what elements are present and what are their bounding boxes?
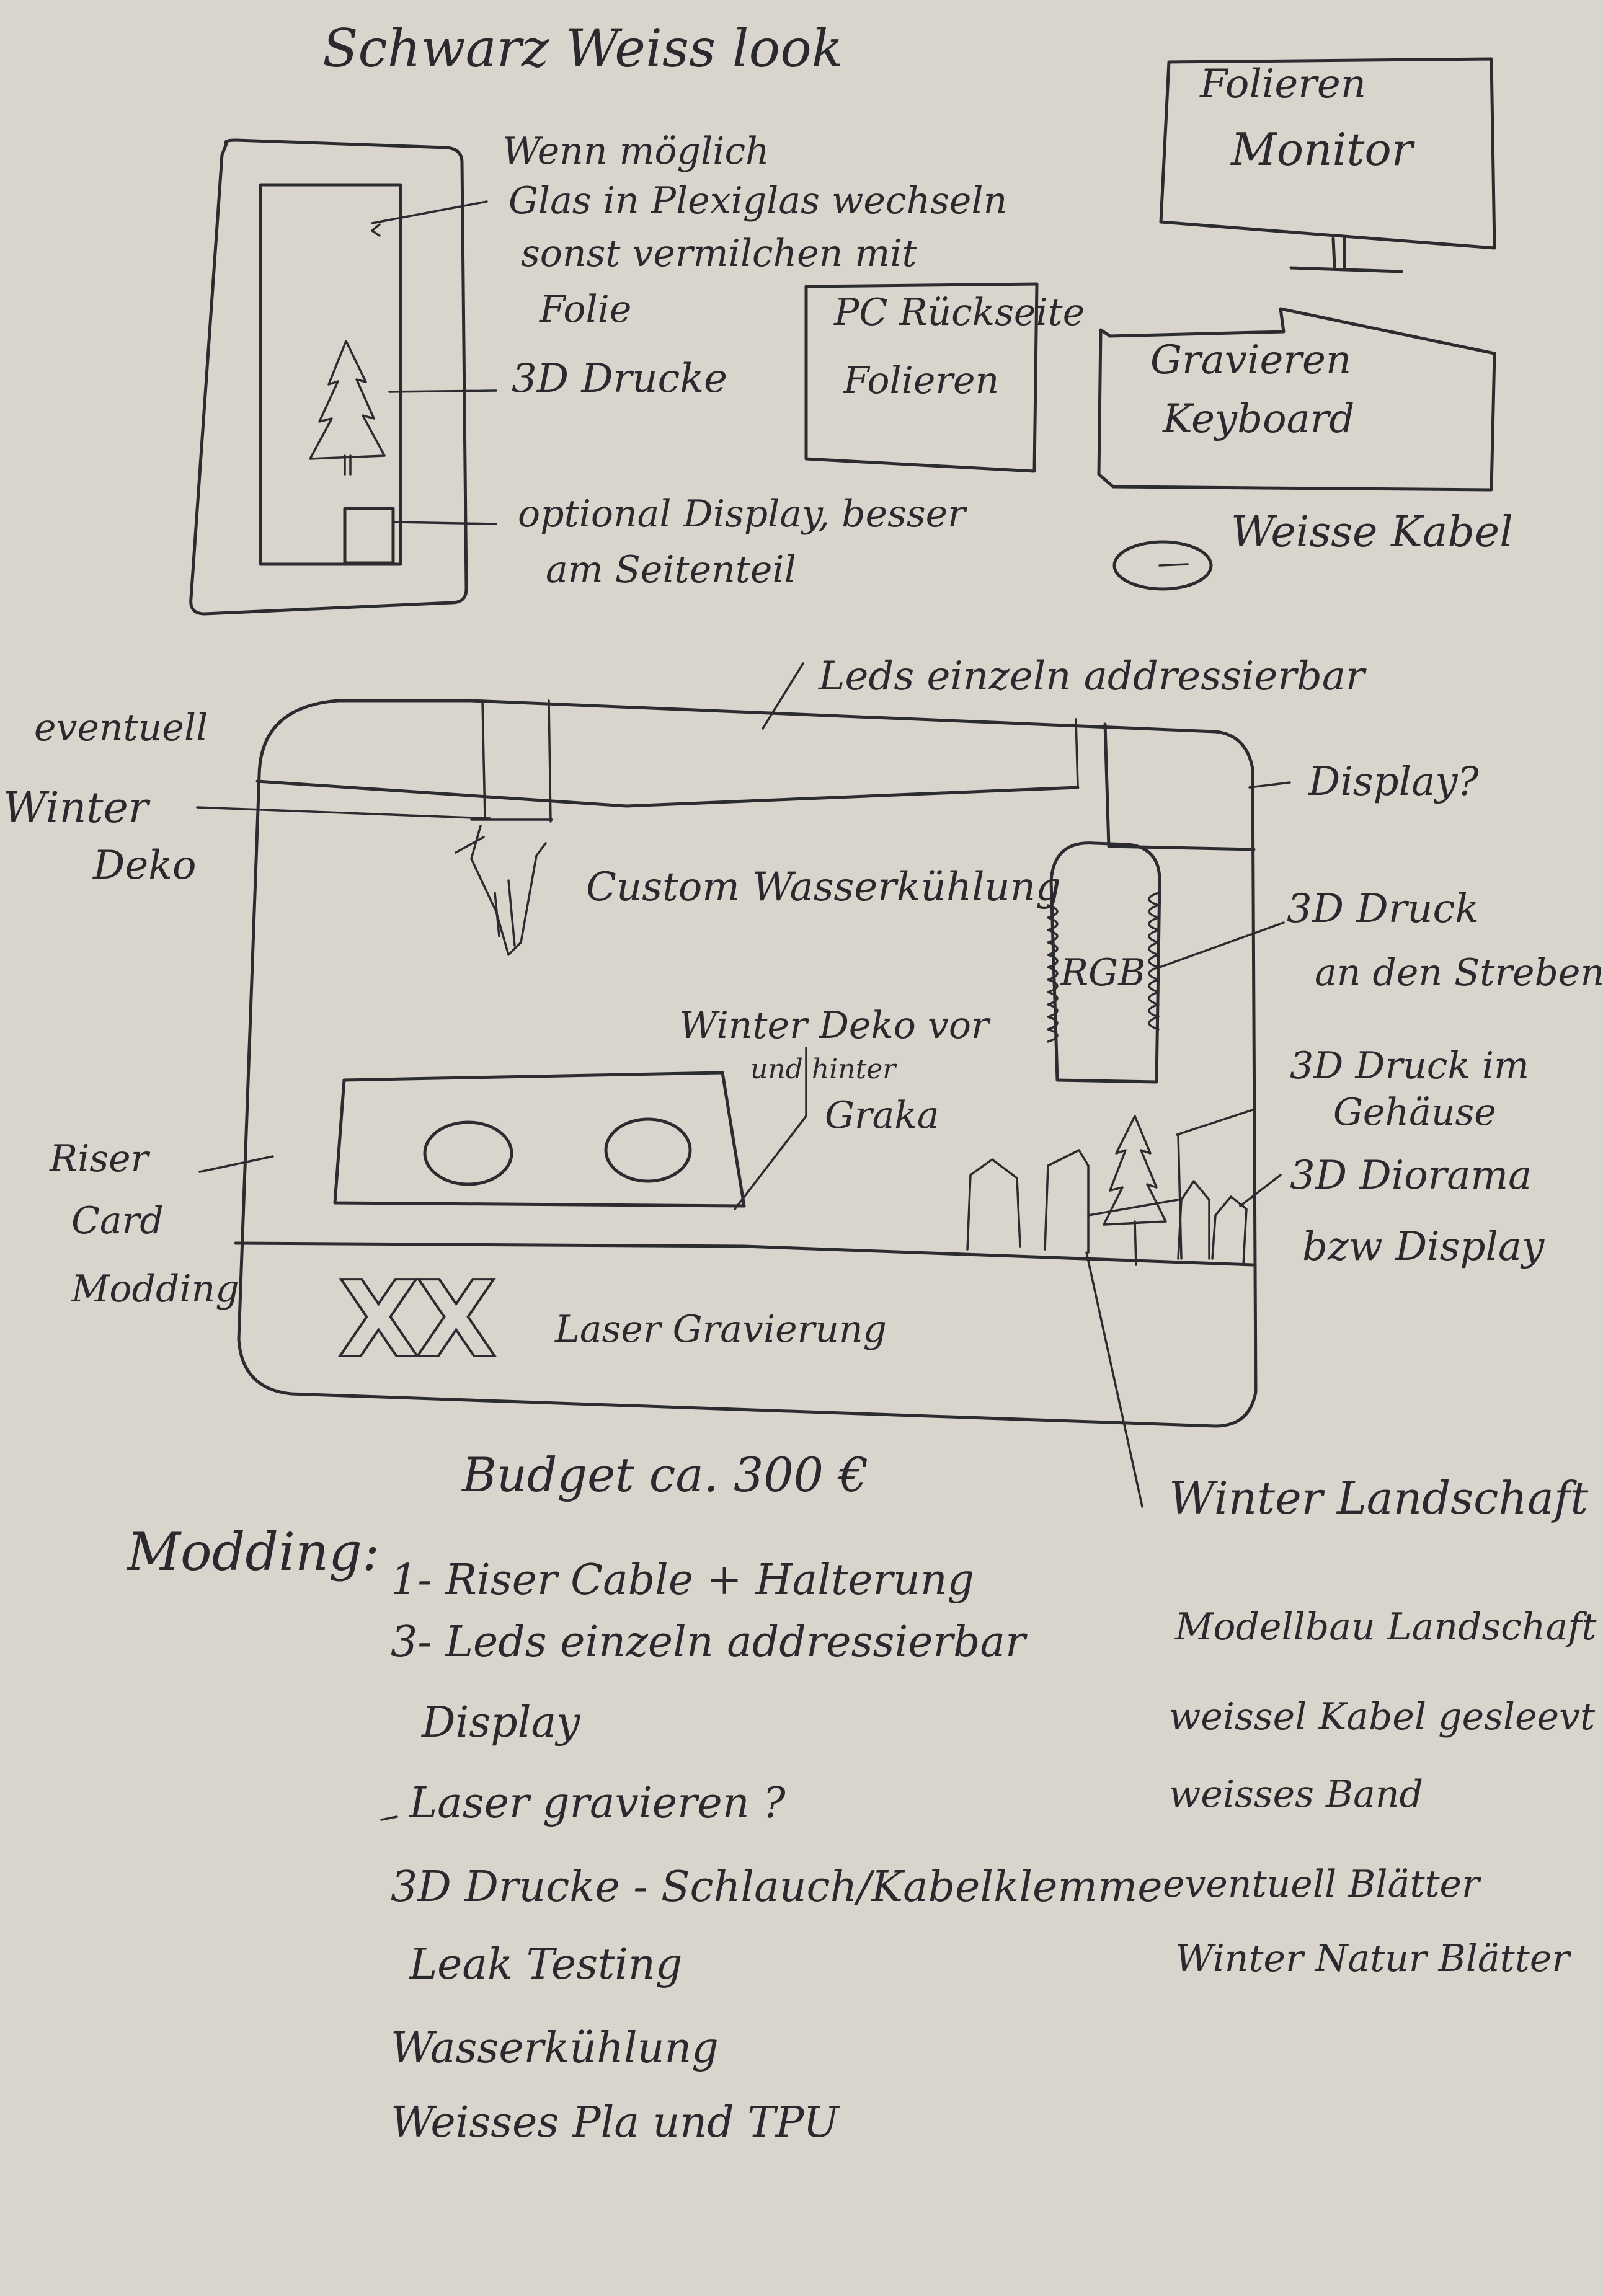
modding-item: 3- Leds einzeln addressierbar <box>391 1618 1026 1667</box>
struts-label-line-1: 3D Druck <box>1287 886 1480 932</box>
gpu-deco-line-3: Graka <box>825 1094 939 1137</box>
modding-item: 1- Riser Cable + Halterung <box>391 1556 975 1605</box>
gpu-deco-line-2: und hinter <box>750 1053 896 1085</box>
display-note-line-1: optional Display, besser <box>518 492 966 536</box>
side-item: eventuell Blätter <box>1163 1863 1480 1906</box>
custom-cooling-label: Custom Wasserkühlung <box>586 864 1061 910</box>
struts-label-line-2: an den Streben <box>1315 951 1603 995</box>
3d-prints-note: 3D Drucke <box>512 356 727 402</box>
glass-note-line-4: Folie <box>540 288 632 331</box>
engraving-label: Laser Gravierung <box>555 1308 887 1351</box>
keyboard-gravieren: Gravieren <box>1150 337 1352 383</box>
winter-deco-line-3: Deko <box>93 843 197 889</box>
engraving-xx-mark: XX <box>337 1257 498 1383</box>
monitor-drawing <box>1159 57 1496 273</box>
case-print-line-1: 3D Druck im <box>1290 1044 1529 1088</box>
winter-deco-line-1: eventuell <box>34 706 208 750</box>
pc-back-box <box>804 282 1039 473</box>
pc-back-folieren: Folieren <box>843 359 1000 402</box>
diorama-line-1: 3D Diorama <box>1290 1153 1532 1199</box>
modding-item: Display <box>422 1698 580 1747</box>
riser-line-3: Modding <box>71 1267 239 1311</box>
pc-back-label: PC Rückseite <box>834 291 1085 334</box>
page-title: Schwarz Weiss look <box>322 18 843 79</box>
rgb-label: RGB <box>1060 951 1146 995</box>
modding-item: Laser gravieren ? <box>409 1779 786 1828</box>
side-item: weissel Kabel gesleevt <box>1169 1695 1596 1739</box>
side-item: Modellbau Landschaft <box>1175 1605 1597 1649</box>
riser-line-2: Card <box>71 1199 164 1243</box>
diorama-line-2: bzw Display <box>1302 1224 1545 1270</box>
winter-deco-line-2: Winter <box>3 784 149 833</box>
budget-label: Budget ca. 300 € <box>462 1447 869 1502</box>
cable-drawing <box>1112 540 1213 591</box>
monitor-folieren: Folieren <box>1200 61 1366 107</box>
glass-note-line-1: Wenn möglich <box>502 130 770 173</box>
modding-item: Leak Testing <box>409 1940 683 1989</box>
keyboard-label: Keyboard <box>1163 396 1355 442</box>
winter-landscape-label: Winter Landschaft <box>1169 1472 1589 1524</box>
leds-label: Leds einzeln addressierbar <box>819 654 1365 699</box>
glass-note-line-2: Glas in Plexiglas wechseln <box>508 179 1008 223</box>
gpu-deco-line-1: Winter Deko vor <box>679 1004 989 1047</box>
display-note-line-2: am Seitenteil <box>546 548 796 592</box>
side-item: Winter Natur Blätter <box>1175 1937 1570 1980</box>
glass-note-line-3: sonst vermilchen mit <box>521 232 917 275</box>
white-cable-label: Weisse Kabel <box>1231 508 1513 557</box>
display-question-label: Display? <box>1308 759 1479 805</box>
side-panel-sketch <box>189 138 497 616</box>
modding-item: 3D Drucke - Schlauch/Kabelklemme <box>391 1863 1163 1912</box>
side-item: weisses Band <box>1169 1773 1423 1816</box>
riser-line-1: Riser <box>50 1137 149 1181</box>
modding-item: Weisses Pla und TPU <box>391 2098 839 2147</box>
keyboard-drawing <box>1097 307 1496 492</box>
pc-case-drawing <box>196 662 1291 1508</box>
monitor-label: Monitor <box>1231 123 1413 175</box>
case-print-line-2: Gehäuse <box>1333 1091 1496 1134</box>
modding-item: Wasserkühlung <box>391 2024 719 2073</box>
modding-heading: Modding: <box>127 1522 380 1582</box>
pine-tree-drawing <box>309 340 386 476</box>
